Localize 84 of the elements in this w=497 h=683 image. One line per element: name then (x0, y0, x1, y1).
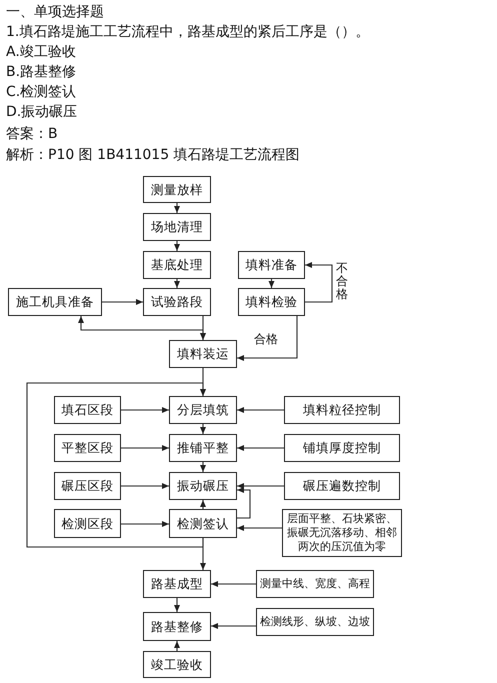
process-box (169, 509, 237, 538)
process-box (256, 570, 374, 598)
process-box (284, 472, 400, 500)
edge-label: 合格 (254, 333, 278, 346)
option-text: A.竣工验收 (6, 44, 76, 61)
arrow (200, 462, 206, 472)
arrow (174, 241, 180, 251)
process-box (238, 251, 305, 279)
arrow (174, 203, 180, 213)
process-label: 填料粒径控制 (303, 402, 381, 418)
process-box (143, 176, 211, 203)
process-box (256, 608, 374, 636)
process-label: 竣工验收 (151, 656, 203, 672)
arrow (211, 581, 256, 587)
process-label: 分层填筑 (177, 402, 229, 418)
process-box (169, 340, 237, 368)
process-box (169, 472, 237, 500)
process-label: 测量放样 (151, 182, 203, 198)
process-box (238, 288, 305, 316)
process-label: 施工机具准备 (16, 294, 94, 310)
process-label: 填石区段 (62, 402, 114, 418)
arrow (268, 279, 274, 288)
process-box (143, 570, 211, 598)
note-text: 层面平整、石块紧密、振碾无沉落移动、相邻两次的压沉值为零 (286, 512, 398, 554)
option-text: B.路基整修 (6, 64, 76, 81)
process-box (169, 396, 237, 424)
process-label: 场地清理 (151, 219, 203, 235)
option-text: C.检测签认 (6, 84, 76, 101)
process-box (169, 434, 237, 462)
process-label: 平整区段 (62, 440, 114, 456)
arrow (174, 279, 180, 288)
process-label: 检测签认 (177, 516, 229, 532)
process-label: 试验路段 (151, 294, 203, 310)
arrow (305, 262, 333, 303)
process-box (143, 651, 211, 678)
process-label: 检测区段 (62, 516, 114, 532)
section-heading: 一、单项选择题 (6, 4, 104, 21)
process-label: 路基成型 (151, 576, 203, 592)
option-text: D.振动碾压 (6, 104, 78, 121)
process-label: 填料装运 (177, 346, 229, 362)
arrow (237, 483, 284, 489)
arrow (174, 598, 180, 612)
question-text: 1.填石路堤施工工艺流程中，路基成型的紧后工序是（）。 (6, 24, 370, 41)
process-label: 填料检验 (246, 294, 298, 310)
arrow (78, 316, 206, 340)
arrow (200, 500, 206, 509)
arrow (26, 382, 206, 548)
process-label: 填料准备 (246, 257, 298, 273)
process-box (143, 251, 211, 279)
arrow (200, 424, 206, 434)
arrow (121, 521, 169, 527)
process-box (284, 434, 400, 462)
arrow (237, 525, 282, 531)
arrow (121, 483, 169, 489)
process-box (54, 434, 121, 462)
arrow (121, 445, 169, 451)
process-box (143, 213, 211, 241)
answer-text: 答案：B (6, 126, 58, 143)
process-box (143, 288, 211, 316)
process-label: 基底处理 (151, 257, 203, 273)
process-label: 测量中线、宽度、高程 (260, 576, 370, 592)
arrow (121, 407, 169, 413)
arrow (237, 445, 284, 451)
analysis-text: 解析：P10 图 1B411015 填石路堤工艺流程图 (6, 147, 300, 164)
arrow (237, 407, 284, 413)
process-label: 振动碾压 (177, 478, 229, 494)
arrow (211, 623, 256, 629)
arrow (237, 487, 251, 519)
process-label: 路基整修 (151, 618, 203, 634)
arrow (102, 299, 143, 305)
process-label: 铺填厚度控制 (303, 440, 381, 456)
process-box (143, 612, 211, 641)
arrow (174, 641, 180, 651)
process-box (8, 288, 102, 316)
process-label: 碾压区段 (62, 478, 114, 494)
process-box (54, 396, 121, 424)
process-label: 检测线形、纵坡、边坡 (260, 614, 370, 630)
arrow (237, 316, 298, 361)
process-label: 推铺平整 (177, 440, 229, 456)
process-box (54, 472, 121, 500)
process-label: 碾压遍数控制 (303, 478, 381, 494)
process-box (284, 396, 400, 424)
process-box (54, 509, 121, 538)
edge-label: 不合格 (336, 262, 348, 302)
